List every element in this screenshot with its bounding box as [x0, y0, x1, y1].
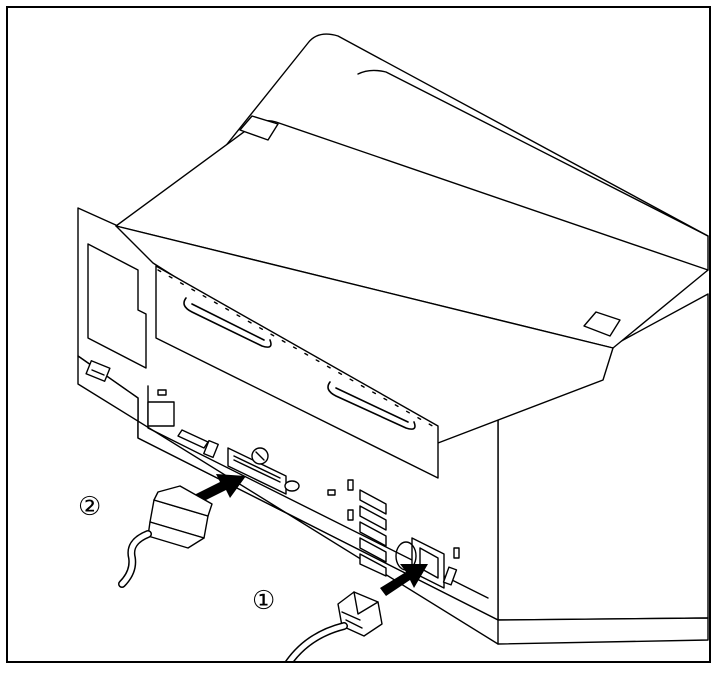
- left-port: [85, 360, 111, 382]
- left-panel: [87, 243, 147, 369]
- callout-power-cord: ①: [252, 586, 276, 616]
- printer-connection-illustration: [77, 33, 709, 661]
- switch: [203, 439, 219, 459]
- parallel-cable-wire-inner: [119, 531, 151, 587]
- mark-1: [157, 389, 167, 396]
- power-switch: [442, 566, 458, 586]
- power-cord-wire-inner: [286, 623, 347, 661]
- handle-left: [183, 297, 272, 348]
- power-plug-ridges: [341, 591, 379, 629]
- power-inlet-socket: [419, 547, 439, 579]
- power-cord: [285, 591, 383, 661]
- mark-3: [347, 479, 354, 491]
- screw-slot: [255, 451, 265, 461]
- printer-base: [77, 355, 709, 645]
- mark-4: [347, 509, 354, 521]
- round-port: [284, 480, 300, 492]
- parallel-port-inner: [233, 455, 281, 483]
- printer: [77, 33, 709, 645]
- left-port-inner: [91, 369, 105, 376]
- callout-parallel-cable: ②: [78, 492, 102, 522]
- arrow-icon: [192, 474, 246, 504]
- cover-tab-left: [239, 115, 279, 141]
- arrow-icon: [380, 564, 428, 596]
- tractor-dashes: [157, 269, 437, 429]
- diagram-frame: ② ①: [6, 6, 711, 663]
- cover-tab-right: [583, 311, 621, 337]
- paper-cover-front: [115, 225, 614, 444]
- vent-grille: [359, 489, 387, 577]
- connector-panel: [147, 385, 489, 599]
- mark-5: [453, 547, 460, 559]
- parallel-cable: [118, 485, 213, 588]
- mark-2: [327, 489, 336, 496]
- lid-ridge: [357, 69, 709, 237]
- small-box: [147, 401, 175, 427]
- parallel-connector-top: [153, 485, 213, 517]
- handle-right: [327, 381, 416, 430]
- tractor-panel: [155, 265, 439, 479]
